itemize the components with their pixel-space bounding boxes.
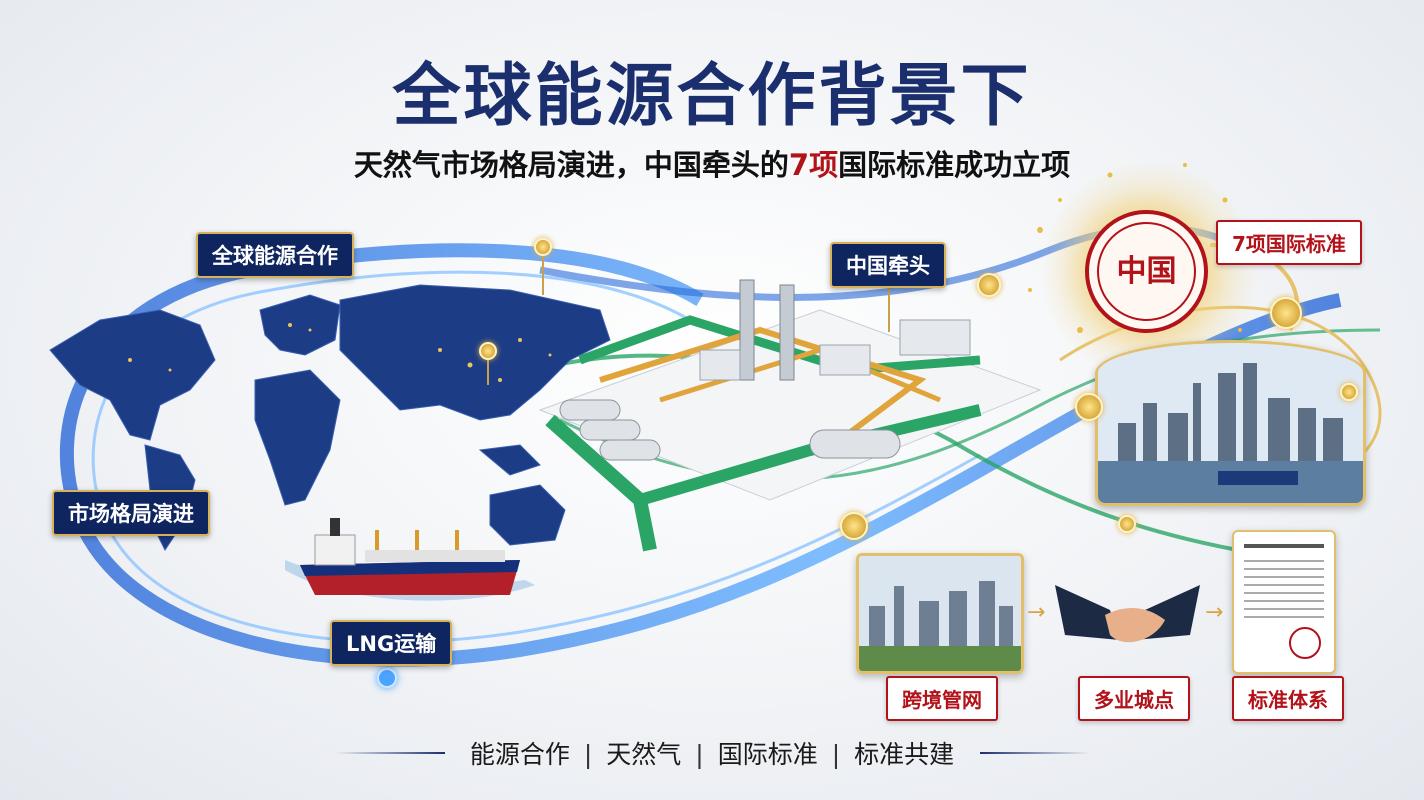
footer-separator: | — [583, 740, 593, 769]
subtitle-post: 国际标准成功立项 — [838, 148, 1071, 182]
gas-processing-plant — [538, 279, 1042, 552]
play-pin-icon — [1075, 393, 1103, 421]
location-pin-icon — [377, 668, 397, 688]
city-skyline-photo — [1095, 340, 1366, 506]
footer-item: 天然气 — [606, 740, 682, 769]
location-pin-icon — [479, 342, 497, 360]
footer-keywords: 能源合作 | 天然气 | 国际标准 | 标准共建 — [0, 735, 1424, 771]
tag-seven-standards: 7项国际标准 — [1216, 220, 1362, 265]
tag-global-cooperation: 全球能源合作 — [196, 232, 354, 278]
footer-separator: | — [831, 740, 841, 769]
location-pin-icon — [1340, 383, 1358, 401]
pipeline-city-photo — [856, 553, 1024, 674]
tag-multi-industry: 多业城点 — [1078, 676, 1190, 721]
standard-document-image — [1232, 530, 1336, 674]
footer-item: 标准共建 — [854, 740, 955, 769]
location-pin-icon — [1118, 515, 1136, 533]
page-title: 全球能源合作背景下 — [392, 57, 1032, 136]
tag-standard-system: 标准体系 — [1232, 676, 1344, 721]
footer-item: 能源合作 — [469, 740, 570, 769]
play-pin-icon — [840, 512, 868, 540]
arrow-icon: → — [1027, 600, 1046, 625]
china-seal: 中国 — [1085, 210, 1208, 333]
subtitle-pre: 天然气市场格局演进，中国牵头的 — [353, 148, 789, 182]
tag-china-leads: 中国牵头 — [830, 242, 946, 288]
page-subtitle: 天然气市场格局演进，中国牵头的7项国际标准成功立项 — [0, 142, 1424, 184]
tag-market-evolution: 市场格局演进 — [52, 490, 210, 536]
lng-ship — [285, 518, 535, 601]
footer-separator: | — [695, 740, 704, 769]
tag-cross-border-pipeline: 跨境管网 — [886, 676, 998, 721]
pin-line — [888, 272, 890, 332]
location-pin-icon — [977, 273, 1001, 297]
subtitle-highlight: 7项 — [788, 148, 839, 182]
footer-item: 国际标准 — [717, 740, 818, 769]
world-map — [49, 284, 611, 551]
seal-text: 中国 — [1116, 254, 1177, 289]
location-pin-icon — [534, 238, 552, 256]
arrow-icon: → — [1205, 600, 1224, 625]
handshake-image — [1055, 565, 1200, 665]
pin-line — [487, 355, 489, 385]
play-pin-icon — [1270, 297, 1302, 329]
pin-line — [542, 250, 544, 295]
footer-line-left — [335, 752, 445, 754]
tag-lng-transport: LNG运输 — [330, 620, 453, 666]
